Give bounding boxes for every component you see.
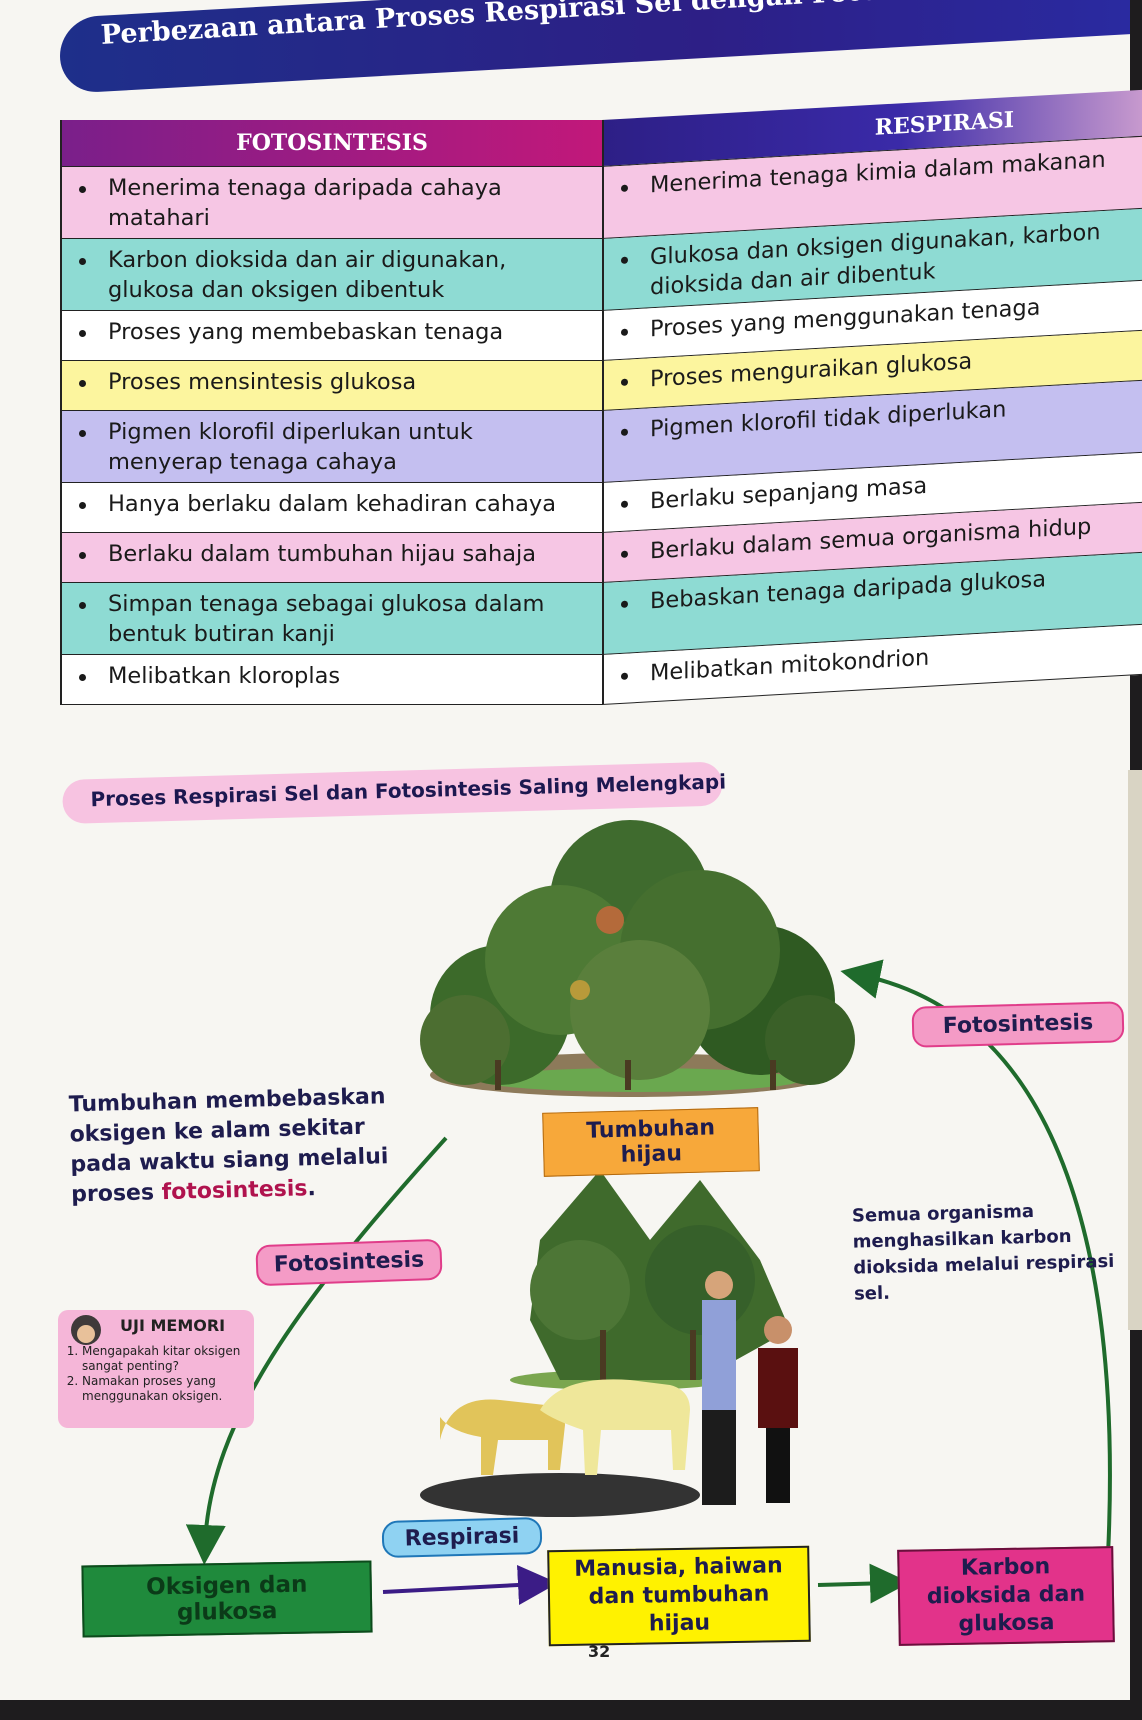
oksigen-glukosa-box: Oksigen dan glukosa (81, 1560, 373, 1638)
uji-question: Mengapakah kitar oksigen sangat penting? (82, 1344, 260, 1374)
uji-memori-title: UJI MEMORI (120, 1316, 226, 1335)
left-cell: Menerima tenaga daripada cahaya matahari (62, 167, 602, 239)
comparison-table: FOTOSINTESIS Menerima tenaga daripada ca… (60, 60, 1142, 780)
uji-memori-questions: Mengapakah kitar oksigen sangat penting?… (64, 1344, 260, 1404)
left-cell: Simpan tenaga sebagai glukosa dalam bent… (62, 583, 602, 655)
student-icon (71, 1315, 101, 1345)
fotosintesis-column: FOTOSINTESIS Menerima tenaga daripada ca… (60, 120, 603, 705)
page-edge (1128, 770, 1142, 1330)
arrow-oksigen-to-manusia (382, 1565, 558, 1606)
left-cell: Melibatkan kloroplas (62, 655, 602, 705)
trees-image (510, 1170, 790, 1390)
uji-question: Namakan proses yang menggunakan oksigen. (82, 1374, 260, 1404)
karbon-dioksida-box: Karbon dioksida dan glukosa (897, 1546, 1115, 1646)
fotosintesis-header: FOTOSINTESIS (62, 120, 602, 167)
uji-memori-box: UJI MEMORI Mengapakah kitar oksigen sang… (58, 1310, 254, 1428)
fotosintesis-label-left: Fotosintesis (255, 1238, 443, 1287)
page-number: 32 (588, 1642, 611, 1661)
forest-image (420, 820, 855, 1097)
left-description: Tumbuhan membebaskan oksigen ke alam sek… (68, 1084, 389, 1208)
people-animals-image (420, 1271, 798, 1517)
left-cell: Proses yang membebaskan tenaga (62, 311, 602, 361)
arrow-manusia-to-karbon (817, 1563, 910, 1604)
left-cell: Berlaku dalam tumbuhan hijau sahaja (62, 533, 602, 583)
left-cell: Proses mensintesis glukosa (62, 361, 602, 411)
left-cell: Karbon dioksida dan air digunakan, gluko… (62, 239, 602, 311)
cycle-arrow-left (185, 1136, 448, 1565)
fotosintesis-label-top: Fotosintesis (911, 1001, 1125, 1048)
respirasi-label: Respirasi (381, 1516, 543, 1559)
tumbuhan-hijau-label: Tumbuhan hijau (542, 1107, 760, 1177)
left-cell: Pigmen klorofil diperlukan untuk menyera… (62, 411, 602, 483)
left-cell: Hanya berlaku dalam kehadiran cahaya (62, 483, 602, 533)
manusia-haiwan-box: Manusia, haiwan dan tumbuhan hijau (547, 1545, 811, 1647)
right-description: Semua organisma menghasilkan karbon diok… (851, 1200, 1115, 1305)
